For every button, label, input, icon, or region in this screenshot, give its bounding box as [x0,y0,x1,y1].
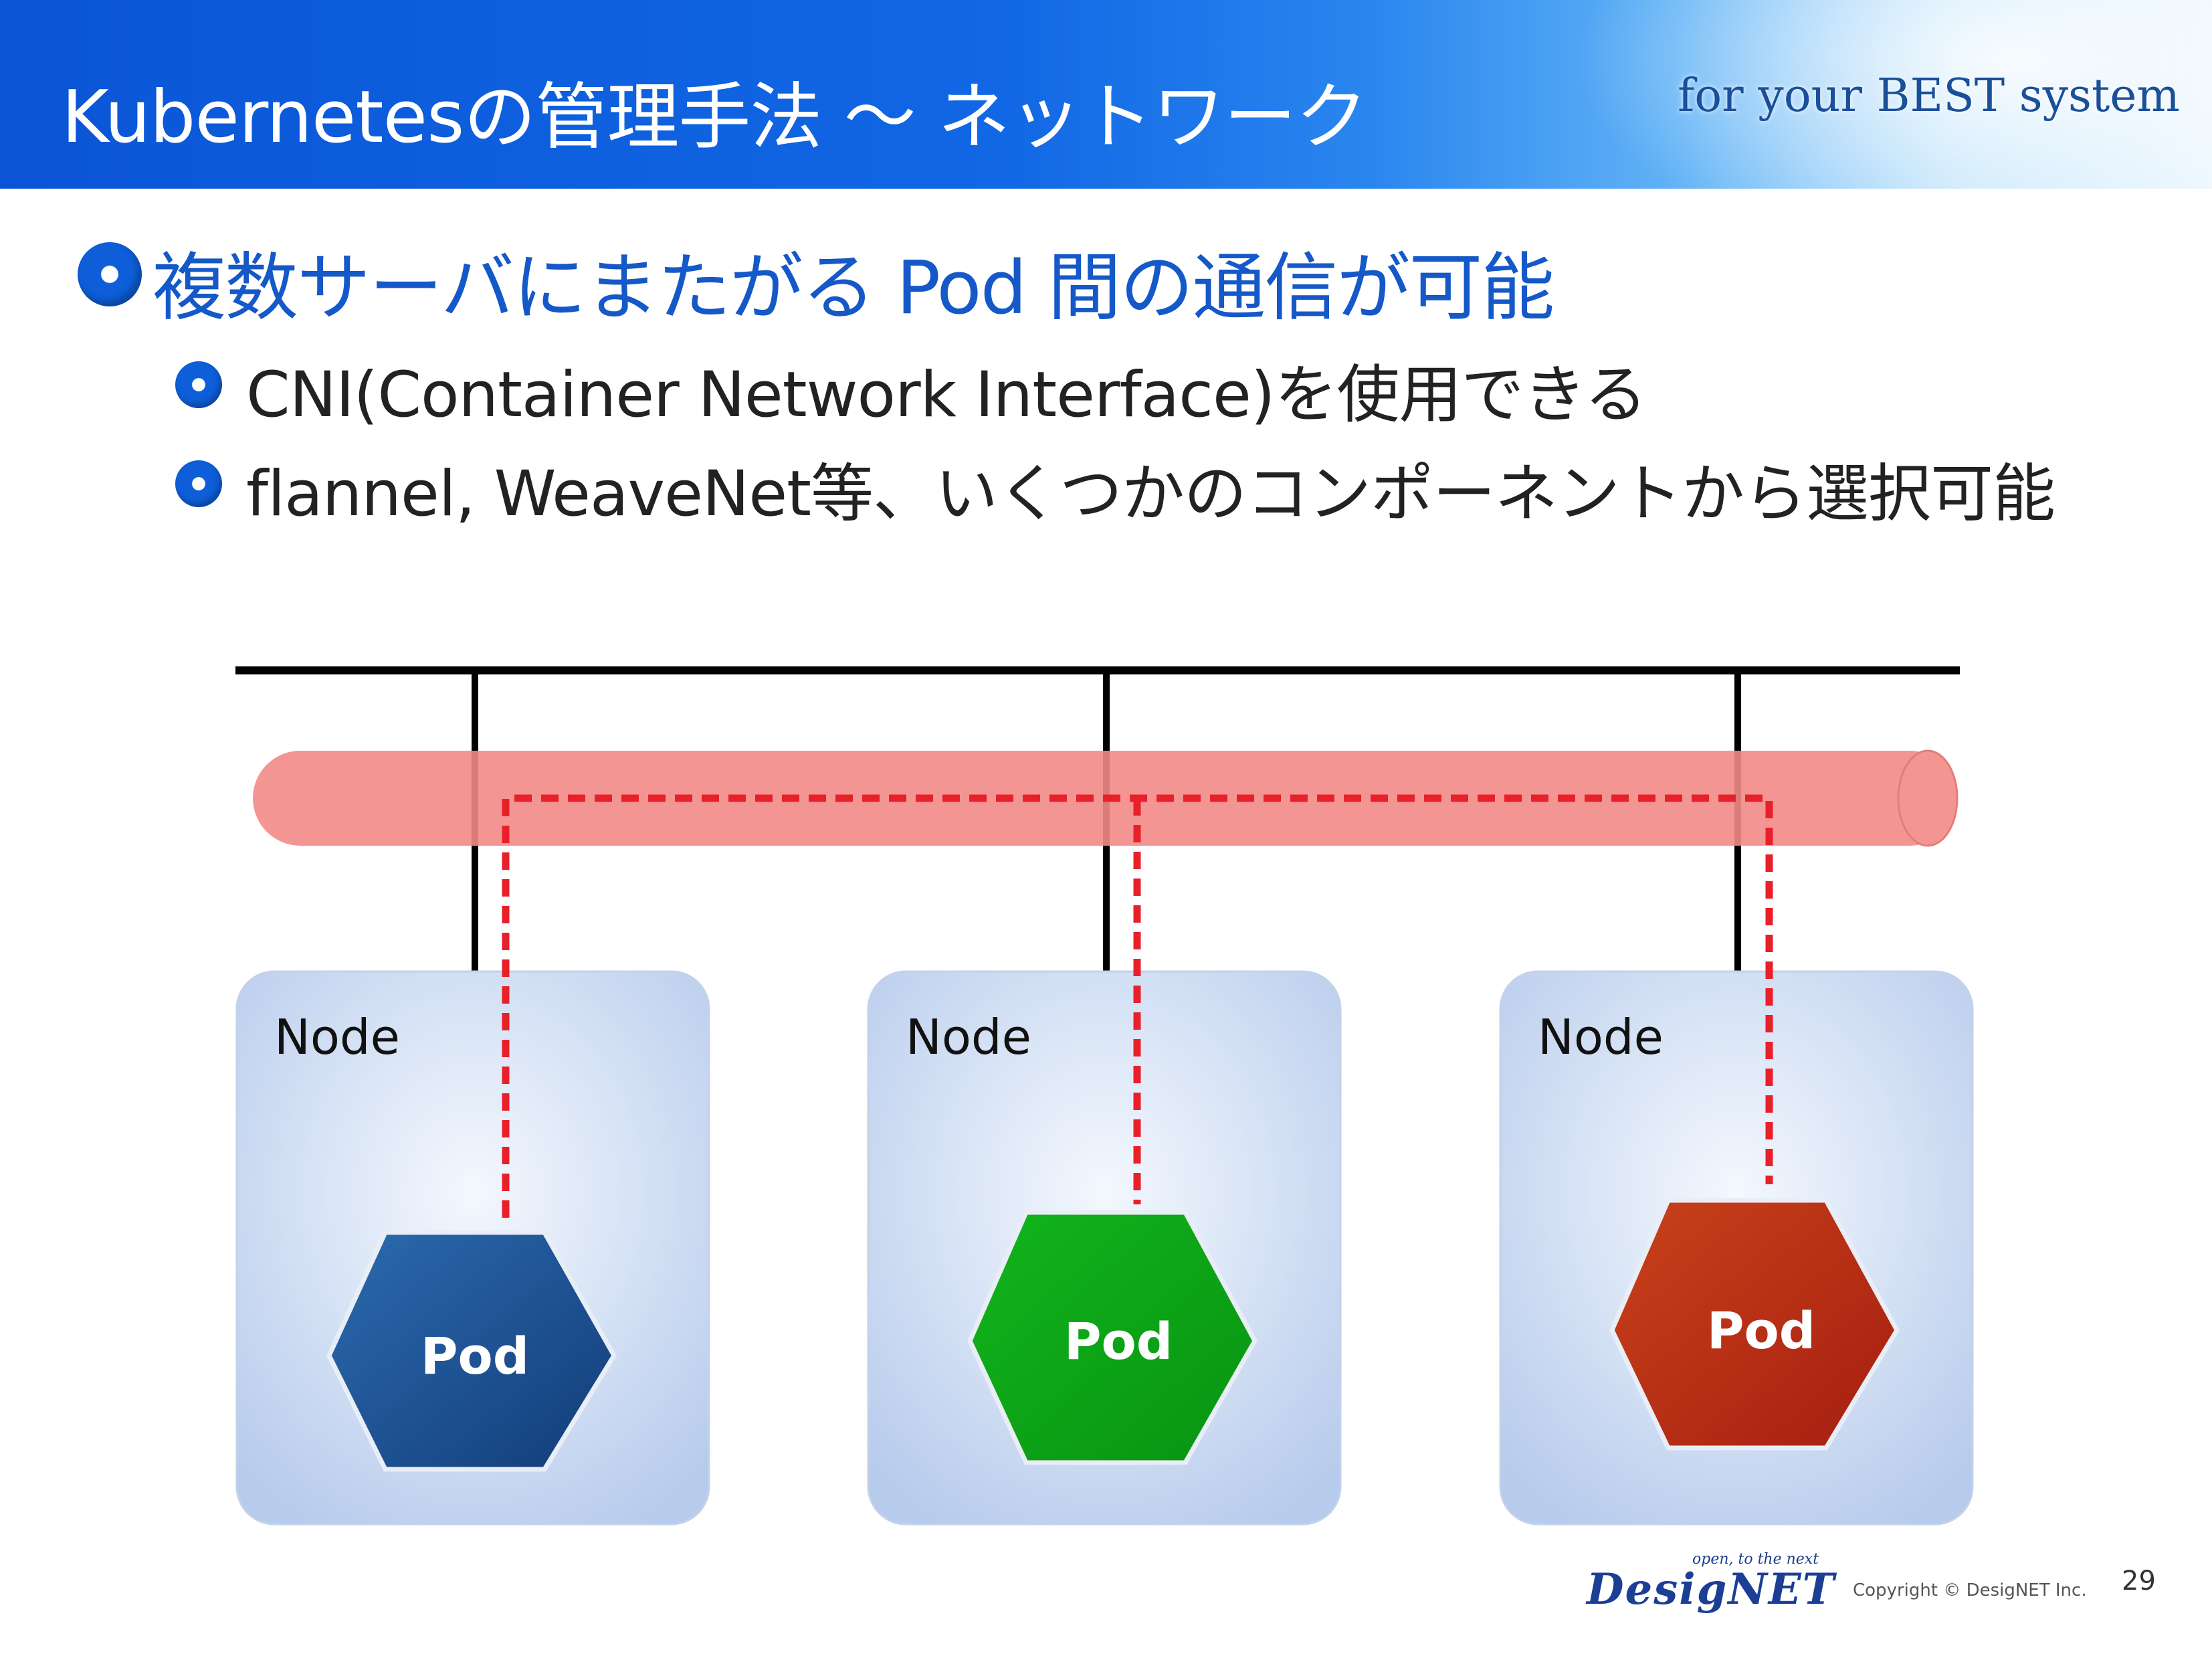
pod-hexagon-green [967,1210,1258,1465]
header-banner: Kubernetesの管理手法 〜 ネットワーク for your BEST s… [0,0,2212,189]
sub-bullet-icon [175,361,222,408]
node-label-1: Node [274,1009,400,1065]
pod-hexagon-blue [326,1230,617,1472]
pod-label-3: Pod [1706,1301,1816,1360]
slide-title: Kubernetesの管理手法 〜 ネットワーク [62,76,1368,159]
node-label-2: Node [906,1009,1031,1065]
pod-label-2: Pod [1064,1311,1173,1371]
sub-bullet-text-1: CNI(Container Network Interface)を使用できる [246,359,1647,432]
header-tagline: for your BEST system [1678,70,2180,122]
node-label-3: Node [1538,1009,1664,1065]
sub-bullet-icon [175,460,222,507]
footer-logo-tagline: open, to the next [1692,1551,1819,1568]
bullet-icon [78,242,142,306]
page-number: 29 [2122,1566,2156,1596]
pod-hexagon-red [1609,1198,1900,1451]
footer-logo: DesigNET [1587,1564,1836,1615]
sub-bullet-text-2: flannel, WeaveNet等、いくつかのコンポーネントから選択可能 [246,458,2055,531]
header-glow [1572,0,2212,189]
main-bullet-text: 複数サーバにまたがる Pod 間の通信が可能 [153,245,1554,331]
copyright-text: Copyright © DesigNET Inc. [1853,1580,2087,1600]
pod-label-1: Pod [420,1326,530,1386]
